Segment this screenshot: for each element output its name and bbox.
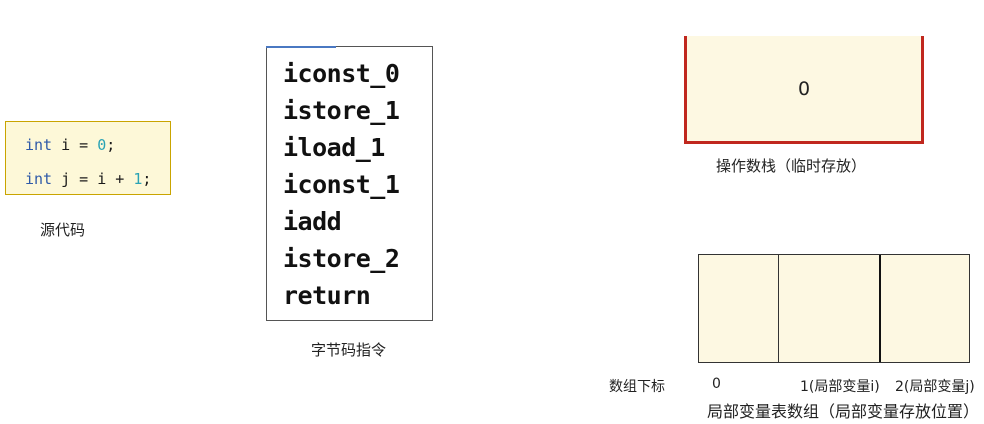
bytecode-instruction: istore_2 [283,244,400,273]
keyword-int: int [25,136,53,154]
lvt-slot-1 [779,255,881,362]
array-index-label: 数组下标 [609,379,665,395]
array-index-2: 2(局部变量j) [895,379,975,395]
bytecode-caption: 字节码指令 [311,341,387,359]
code-text: i = [52,136,98,154]
bytecode-box: iconst_0 istore_1 iload_1 iconst_1 iadd … [266,46,433,321]
source-code-box: int i = 0; int j = i + 1; [5,121,171,195]
code-line-2: int j = i + 1; [25,170,151,188]
array-index-1: 1(局部变量i) [800,379,880,395]
lvt-slot-0 [699,255,779,362]
local-variable-table-caption: 局部变量表数组（局部变量存放位置） [707,402,980,421]
code-text: j = i + [52,170,134,188]
number-literal: 0 [97,136,107,154]
local-variable-table [698,254,970,363]
stack-top-value: 0 [797,78,811,100]
array-index-0: 0 [712,376,721,392]
keyword-int: int [25,170,53,188]
code-line-1: int i = 0; [25,136,115,154]
code-text: ; [142,170,152,188]
number-literal: 1 [133,170,143,188]
code-text: ; [106,136,116,154]
operand-stack: 0 [684,36,924,144]
bytecode-instruction: iconst_0 [283,59,400,88]
bytecode-instruction: iload_1 [283,133,385,162]
lvt-slot-2 [881,255,969,362]
bytecode-instruction: iadd [283,207,342,236]
bytecode-instruction: iconst_1 [283,170,400,199]
source-code-caption: 源代码 [40,221,86,239]
bytecode-instruction: return [283,281,371,310]
operand-stack-caption: 操作数栈（临时存放） [716,157,867,175]
bytecode-instruction: istore_1 [283,96,400,125]
